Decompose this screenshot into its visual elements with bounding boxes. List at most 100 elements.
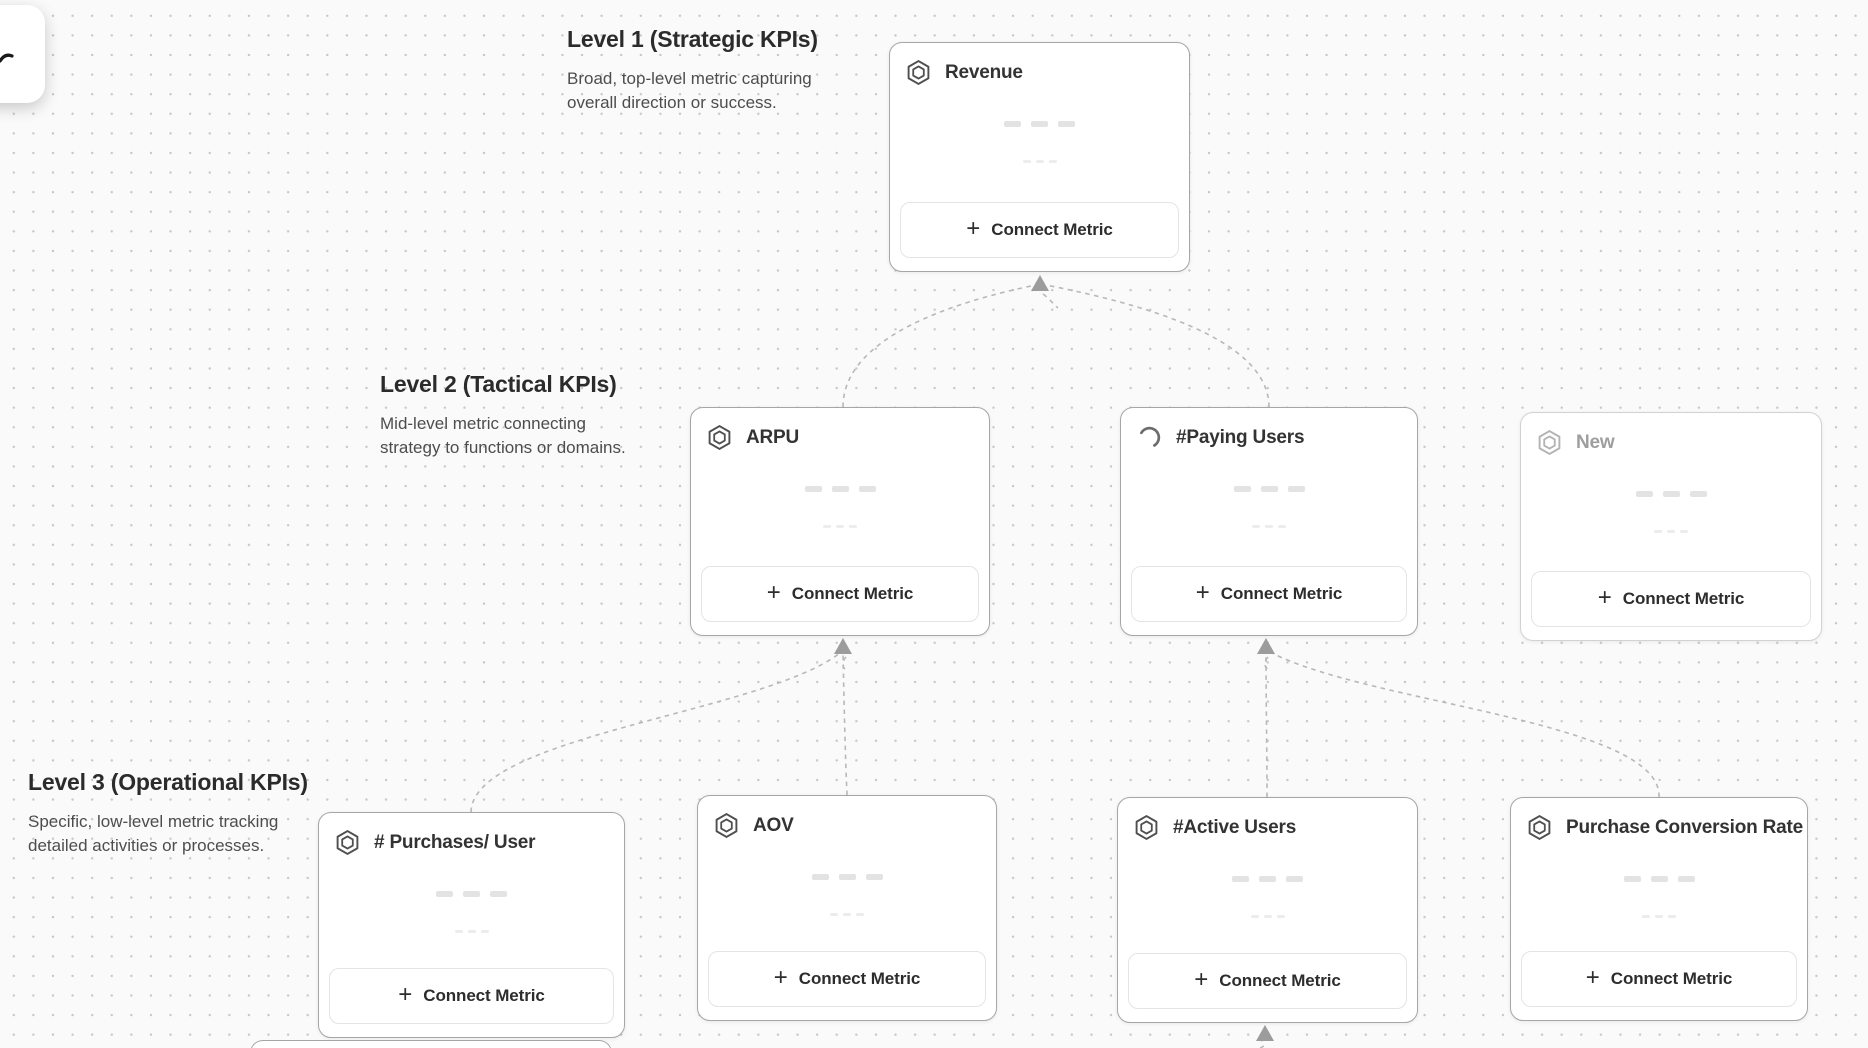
card-title: Revenue bbox=[945, 61, 1023, 83]
skeleton-placeholder bbox=[1121, 486, 1417, 492]
metric-card-aov[interactable]: AOV + Connect Metric bbox=[697, 795, 997, 1021]
level-3-title: Level 3 (Operational KPIs) bbox=[28, 769, 308, 795]
metric-card-purchase-conversion-rate[interactable]: Purchase Conversion Rate + Connect Metri… bbox=[1510, 797, 1808, 1021]
metric-hexagon-icon bbox=[1528, 815, 1551, 840]
level-3-label: Level 3 (Operational KPIs) Specific, low… bbox=[28, 769, 308, 858]
card-title: New bbox=[1576, 431, 1615, 453]
level-2-label: Level 2 (Tactical KPIs) Mid-level metric… bbox=[380, 371, 626, 460]
plus-icon: + bbox=[1194, 966, 1209, 993]
card-title: # Purchases/ User bbox=[374, 831, 536, 853]
floating-tool-panel[interactable] bbox=[0, 5, 45, 103]
metric-card-revenue[interactable]: Revenue + Connect Metric bbox=[889, 42, 1190, 272]
card-title: #Paying Users bbox=[1176, 426, 1305, 448]
metric-card-partial[interactable] bbox=[250, 1040, 612, 1048]
connector-edge bbox=[842, 284, 1037, 408]
connect-metric-button[interactable]: + Connect Metric bbox=[329, 968, 614, 1024]
metric-card-paying-users[interactable]: #Paying Users + Connect Metric bbox=[1120, 407, 1418, 636]
connector-edge bbox=[1045, 284, 1270, 408]
connect-metric-label: Connect Metric bbox=[1610, 969, 1733, 988]
skeleton-placeholder bbox=[1511, 876, 1807, 882]
skeleton-placeholder bbox=[1521, 530, 1821, 533]
metric-hexagon-icon bbox=[715, 813, 738, 838]
card-title: #Active Users bbox=[1173, 816, 1297, 838]
connector-edge bbox=[1042, 293, 1059, 309]
arrowhead-icon bbox=[834, 638, 852, 654]
skeleton-placeholder bbox=[1121, 525, 1417, 528]
card-header: AOV bbox=[713, 812, 984, 839]
connector-edge bbox=[1259, 1033, 1266, 1048]
card-header: Purchase Conversion Rate bbox=[1526, 814, 1803, 841]
skeleton-placeholder bbox=[319, 930, 624, 933]
connector-edge bbox=[842, 652, 848, 796]
metric-hexagon-icon bbox=[336, 830, 359, 855]
level-1-label: Level 1 (Strategic KPIs) Broad, top-leve… bbox=[567, 26, 818, 115]
card-header: #Paying Users bbox=[1136, 424, 1405, 451]
card-header: Revenue bbox=[905, 59, 1177, 86]
skeleton-placeholder bbox=[1118, 915, 1417, 918]
plus-icon: + bbox=[1195, 579, 1210, 606]
connect-metric-button[interactable]: + Connect Metric bbox=[900, 202, 1179, 258]
connector-edge bbox=[841, 656, 848, 672]
connect-metric-label: Connect Metric bbox=[1622, 589, 1745, 608]
connect-metric-button[interactable]: + Connect Metric bbox=[1128, 953, 1407, 1009]
skeleton-placeholder bbox=[1511, 915, 1807, 918]
plus-icon: + bbox=[766, 579, 781, 606]
card-header: #Active Users bbox=[1133, 814, 1405, 841]
connector-edge bbox=[1263, 656, 1270, 671]
connect-metric-label: Connect Metric bbox=[791, 584, 914, 603]
connector-edge bbox=[1265, 652, 1268, 798]
connect-metric-button[interactable]: + Connect Metric bbox=[1131, 566, 1407, 622]
card-header: New bbox=[1536, 429, 1809, 456]
connector-edge bbox=[470, 652, 841, 813]
arrowhead-icon bbox=[1256, 1025, 1274, 1041]
skeleton-placeholder bbox=[691, 486, 989, 492]
card-header: ARPU bbox=[706, 424, 977, 451]
level-3-description-line: detailed activities or processes. bbox=[28, 836, 265, 855]
connect-metric-label: Connect Metric bbox=[1220, 584, 1343, 603]
loading-spinner-icon bbox=[1138, 426, 1161, 449]
level-1-description-line: overall direction or success. bbox=[567, 93, 777, 112]
level-1-description-line: Broad, top-level metric capturing bbox=[567, 69, 812, 88]
level-1-title: Level 1 (Strategic KPIs) bbox=[567, 26, 818, 52]
connect-metric-label: Connect Metric bbox=[1219, 971, 1341, 990]
arrowhead-icon bbox=[1031, 275, 1049, 291]
connect-metric-button[interactable]: + Connect Metric bbox=[708, 951, 986, 1007]
level-3-description-line: Specific, low-level metric tracking bbox=[28, 812, 279, 831]
connect-metric-button[interactable]: + Connect Metric bbox=[1531, 571, 1811, 627]
skeleton-placeholder bbox=[691, 525, 989, 528]
connect-metric-button[interactable]: + Connect Metric bbox=[701, 566, 979, 622]
connect-metric-button[interactable]: + Connect Metric bbox=[1521, 951, 1797, 1007]
skeleton-placeholder bbox=[890, 160, 1189, 163]
arrowhead-icon bbox=[1257, 638, 1275, 654]
metric-card-active-users[interactable]: #Active Users + Connect Metric bbox=[1117, 797, 1418, 1023]
connect-metric-label: Connect Metric bbox=[423, 986, 545, 1005]
level-2-title: Level 2 (Tactical KPIs) bbox=[380, 371, 617, 397]
card-title: Purchase Conversion Rate bbox=[1566, 816, 1804, 838]
skeleton-placeholder bbox=[698, 874, 996, 880]
level-2-description-line: Mid-level metric connecting bbox=[380, 414, 586, 433]
skeleton-placeholder bbox=[890, 121, 1189, 127]
metric-hexagon-icon bbox=[708, 425, 731, 450]
skeleton-placeholder bbox=[319, 891, 624, 897]
plus-icon: + bbox=[773, 964, 788, 991]
card-title: ARPU bbox=[746, 426, 800, 448]
metric-hexagon-icon bbox=[1135, 815, 1158, 840]
card-title: AOV bbox=[753, 814, 794, 836]
card-header: # Purchases/ User bbox=[334, 829, 612, 856]
metric-hexagon-icon bbox=[1538, 430, 1561, 455]
plus-icon: + bbox=[398, 981, 413, 1008]
metric-card-arpu[interactable]: ARPU + Connect Metric bbox=[690, 407, 990, 636]
skeleton-placeholder bbox=[698, 913, 996, 916]
connector-edge bbox=[1271, 652, 1660, 798]
level-2-description-line: strategy to functions or domains. bbox=[380, 438, 626, 457]
metric-hexagon-icon bbox=[907, 60, 930, 85]
metric-card-new[interactable]: New + Connect Metric bbox=[1520, 412, 1822, 641]
plus-icon: + bbox=[966, 215, 981, 242]
connect-metric-label: Connect Metric bbox=[798, 969, 921, 988]
skeleton-placeholder bbox=[1118, 876, 1417, 882]
plus-icon: + bbox=[1585, 964, 1600, 991]
metric-card-purchases-per-user[interactable]: # Purchases/ User + Connect Metric bbox=[318, 812, 625, 1038]
cursor-icon bbox=[0, 53, 14, 63]
plus-icon: + bbox=[1597, 584, 1612, 611]
skeleton-placeholder bbox=[1521, 491, 1821, 497]
